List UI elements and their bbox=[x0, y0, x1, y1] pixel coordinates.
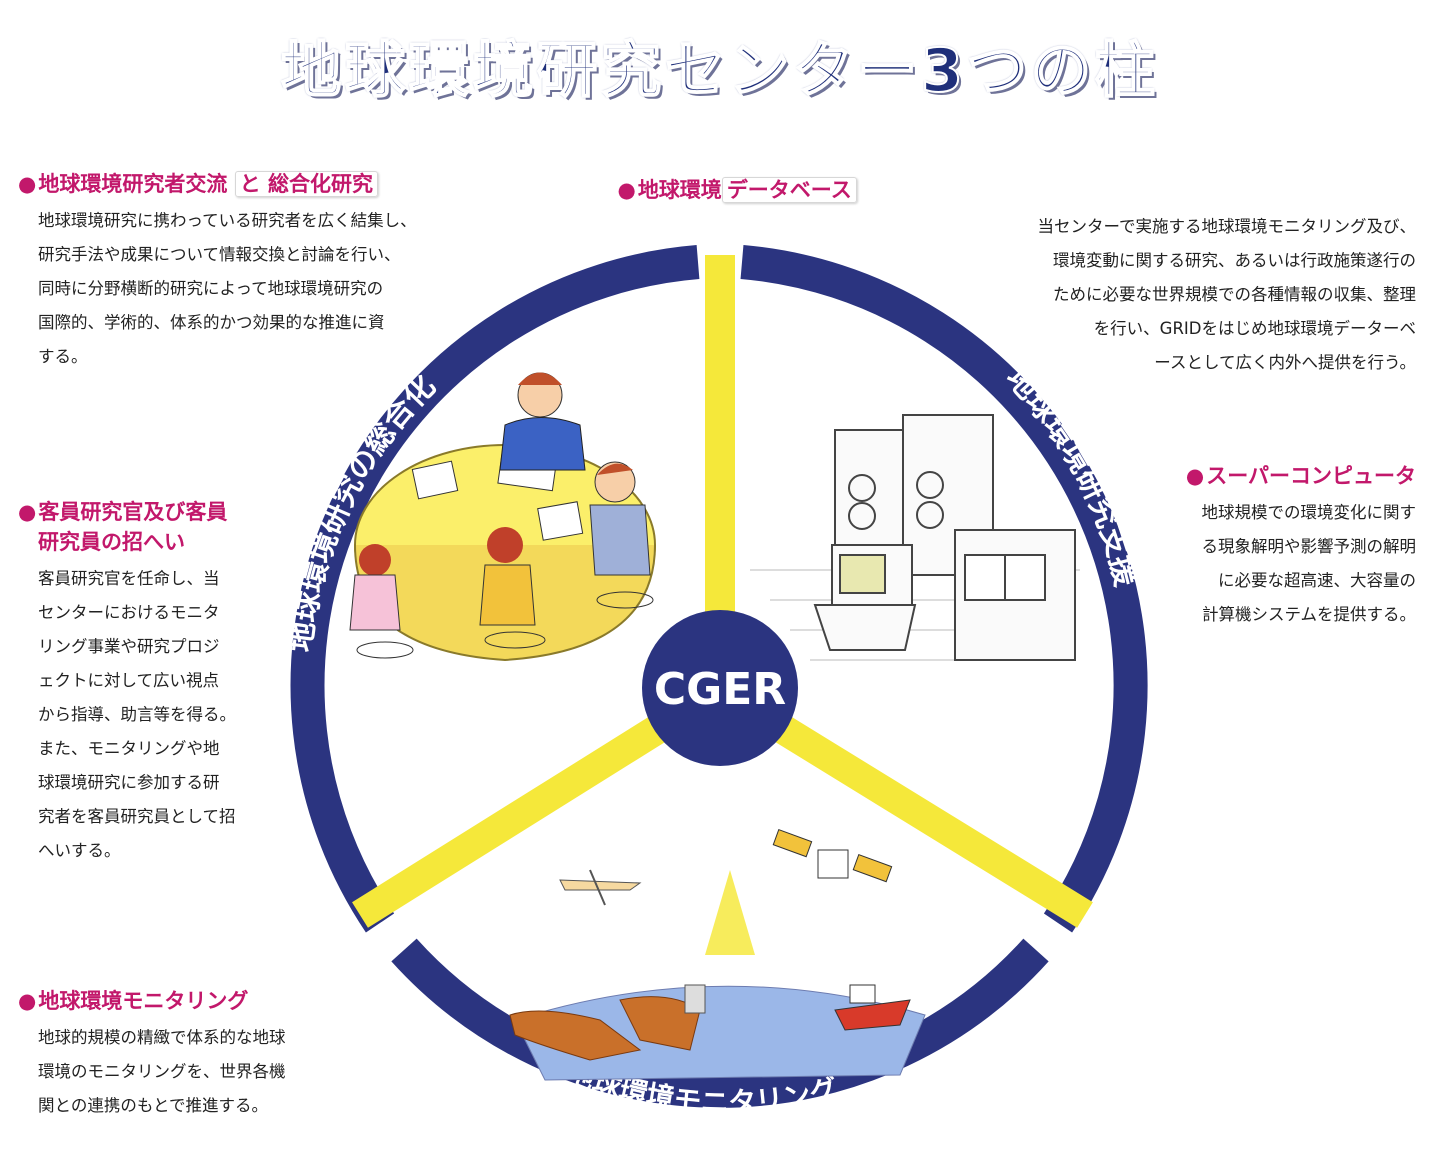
body-line: 地球的規模の精緻で体系的な地球 bbox=[38, 1028, 286, 1047]
section-exchange: ●地球環境研究者交流 と 総合化研究 地球環境研究に携わっている研究者を広く結集… bbox=[18, 168, 417, 374]
section-monitoring-heading: ●地球環境モニタリング bbox=[18, 985, 286, 1015]
body-line: 国際的、学術的、体系的かつ効果的な推進に資 bbox=[38, 313, 385, 332]
body-line: 計算機システムを提供する。 bbox=[1201, 605, 1416, 624]
body-line: ために必要な世界規模での各種情報の収集、整理 bbox=[1053, 285, 1416, 304]
heading-part: スーパーコンピュータ bbox=[1206, 464, 1416, 488]
body-line: する。 bbox=[38, 347, 88, 366]
section-visiting: ●客員研究官及び客員 研究員の招へい 客員研究官を任命し、当 センターにおけるモ… bbox=[18, 496, 236, 868]
heading-part: 総合化研究 bbox=[267, 172, 373, 196]
bullet-icon: ● bbox=[1185, 464, 1205, 488]
page-title: 地球環境研究センター3つの柱 bbox=[280, 35, 1159, 107]
body-line: る現象解明や影響予測の解明 bbox=[1201, 537, 1417, 556]
monitoring-illustration bbox=[509, 829, 926, 1081]
ring-arc-left bbox=[290, 245, 700, 933]
bullet-icon: ● bbox=[18, 500, 37, 524]
body-line: ースとして広く内外へ提供を行う。 bbox=[1154, 353, 1416, 372]
heading-part: と bbox=[239, 172, 261, 196]
heading-highlight: データベース bbox=[721, 177, 857, 203]
bullet-icon: ● bbox=[18, 172, 37, 196]
heading-highlight: と 総合化研究 bbox=[234, 171, 378, 197]
section-visiting-body: 客員研究官を任命し、当 センターにおけるモニタ リング事業や研究プロジ ェクトに… bbox=[18, 562, 236, 868]
section-database: ●地球環境データベース 当センターで実施する地球環境モニタリング及び、 環境変動… bbox=[617, 174, 1416, 380]
body-line: 地球環境研究に携わっている研究者を広く結集し、 bbox=[38, 211, 417, 230]
body-line: 客員研究官を任命し、当 bbox=[38, 569, 220, 588]
body-line: センターにおけるモニタ bbox=[38, 603, 220, 622]
body-line: 同時に分野横断的研究によって地球環境研究の bbox=[38, 279, 384, 298]
body-line: 研究手法や成果について情報交換と討論を行い、 bbox=[38, 245, 401, 264]
body-line: また、モニタリングや地 bbox=[38, 739, 220, 758]
section-supercomputer-heading: ●スーパーコンピュータ bbox=[1186, 460, 1416, 490]
body-line: へいする。 bbox=[38, 841, 121, 860]
section-exchange-heading: ●地球環境研究者交流 と 総合化研究 bbox=[18, 168, 417, 198]
body-line: 環境のモニタリングを、世界各機 bbox=[38, 1062, 286, 1081]
body-line: 環境変動に関する研究、あるいは行政施策遂行の bbox=[1053, 251, 1416, 270]
center-label: CGER bbox=[654, 664, 786, 715]
section-exchange-body: 地球環境研究に携わっている研究者を広く結集し、 研究手法や成果について情報交換と… bbox=[18, 204, 417, 374]
heading-part: 地球環境研究者交流 bbox=[38, 172, 228, 196]
body-line: から指導、助言等を得る。 bbox=[38, 705, 236, 724]
spoke-right bbox=[752, 702, 1093, 928]
heading-part: 地球環境モニタリング bbox=[38, 989, 249, 1013]
section-database-body: 当センターで実施する地球環境モニタリング及び、 環境変動に関する研究、あるいは行… bbox=[1037, 210, 1416, 380]
meeting-illustration bbox=[349, 372, 656, 662]
ring-arc-bottom bbox=[391, 938, 1049, 1108]
heading-part: 客員研究官及び客員 bbox=[38, 500, 228, 524]
body-line: リング事業や研究プロジ bbox=[38, 637, 220, 656]
section-supercomputer: ●スーパーコンピュータ 地球規模での環境変化に関す る現象解明や影響予測の解明 … bbox=[1186, 460, 1416, 632]
section-database-heading: ●地球環境データベース bbox=[617, 174, 1416, 204]
body-line: を行い、GRIDをはじめ地球環境データーベ bbox=[1093, 319, 1416, 338]
heading-part: 地球環境 bbox=[637, 178, 722, 202]
ring-arc-right bbox=[740, 245, 1148, 933]
body-line: 球環境研究に参加する研 bbox=[38, 773, 220, 792]
bullet-icon: ● bbox=[617, 178, 636, 202]
bullet-icon: ● bbox=[18, 989, 37, 1013]
section-monitoring-body: 地球的規模の精緻で体系的な地球 環境のモニタリングを、世界各機 関との連携のもと… bbox=[18, 1021, 286, 1123]
outer-ring bbox=[290, 245, 1148, 1108]
center-circle bbox=[642, 610, 798, 766]
body-line: 地球規模での環境変化に関す bbox=[1201, 503, 1417, 522]
spoke-left bbox=[352, 702, 688, 928]
spokes bbox=[352, 255, 1093, 928]
body-line: 当センターで実施する地球環境モニタリング及び、 bbox=[1037, 217, 1416, 236]
section-visiting-heading-line2: 研究員の招へい bbox=[38, 530, 185, 554]
supercomputer-illustration bbox=[750, 414, 1080, 661]
section-supercomputer-body: 地球規模での環境変化に関す る現象解明や影響予測の解明 に必要な超高速、大容量の… bbox=[1186, 496, 1417, 632]
body-line: 関との連携のもとで推進する。 bbox=[38, 1096, 269, 1115]
body-line: ェクトに対して広い視点 bbox=[38, 671, 220, 690]
body-line: 究者を客員研究員として招 bbox=[38, 807, 236, 826]
section-visiting-heading: ●客員研究官及び客員 bbox=[18, 496, 236, 526]
body-line: に必要な超高速、大容量の bbox=[1218, 571, 1416, 590]
section-monitoring: ●地球環境モニタリング 地球的規模の精緻で体系的な地球 環境のモニタリングを、世… bbox=[18, 985, 286, 1123]
